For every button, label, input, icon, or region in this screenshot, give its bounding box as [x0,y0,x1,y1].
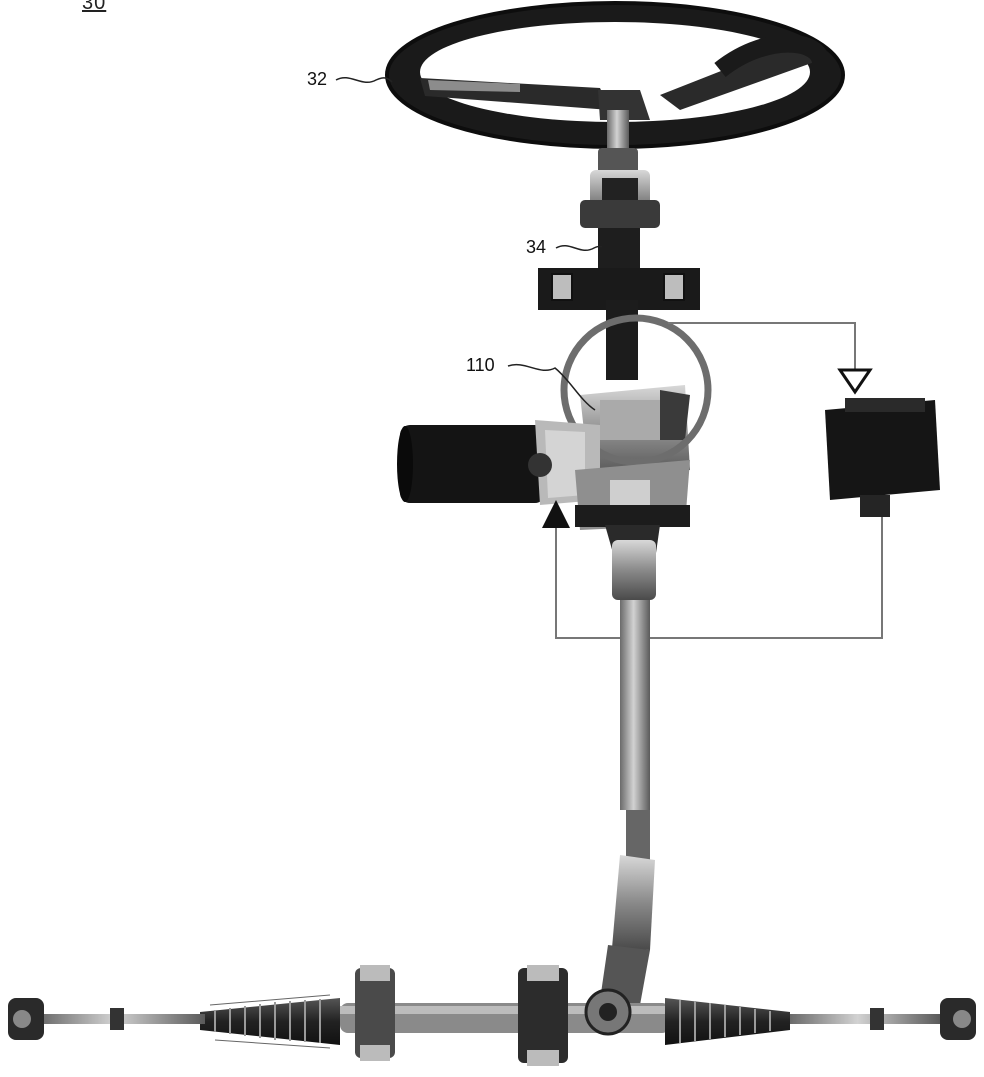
steering-wheel [385,1,845,149]
callout-leaders [335,77,603,411]
assist-motor [397,420,690,530]
arrow-to-ecu-icon [837,368,873,395]
upper-column [580,110,660,228]
figure-label: 30 [82,0,107,14]
rack-and-pinion [8,965,976,1066]
callout-110: 110 [466,355,495,375]
arrow-to-motor-icon [542,500,570,528]
callout-34: 34 [526,237,547,257]
callout-32: 32 [307,69,328,89]
steering-column [538,228,700,380]
ecu-unit [825,398,940,517]
signal-lines [555,322,883,639]
torque-sensor-housing [560,314,712,485]
intermediate-shaft [600,525,660,1005]
